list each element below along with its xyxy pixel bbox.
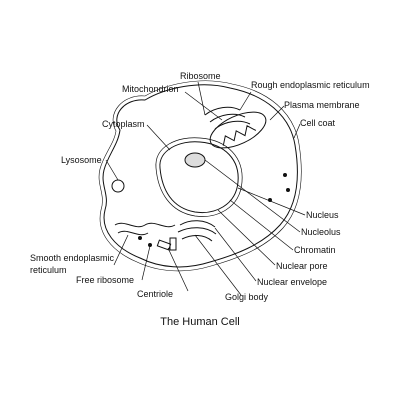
cell-coat-outline xyxy=(98,80,302,272)
nucleus-outline xyxy=(159,141,239,214)
golgi-shape xyxy=(177,220,217,242)
label-smooth-er-line1: Smooth endoplasmic xyxy=(30,253,115,263)
label-nuclear-envelope: Nuclear envelope xyxy=(257,277,328,287)
label-cell-coat: Cell coat xyxy=(300,118,336,128)
label-chromatin: Chromatin xyxy=(294,245,336,255)
label-nucleolus: Nucleolus xyxy=(301,227,341,237)
diagram-title: The Human Cell xyxy=(160,316,240,328)
label-free-ribosome: Free ribosome xyxy=(76,275,135,285)
label-lysosome: Lysosome xyxy=(61,155,102,165)
leader-lines xyxy=(105,81,306,296)
nuclear-envelope-outline xyxy=(155,137,243,217)
label-centriole: Centriole xyxy=(137,289,174,299)
rough-er-shape xyxy=(204,106,251,130)
label-mitochondrion: Mitochondrion xyxy=(122,84,179,94)
label-nucleus: Nucleus xyxy=(306,210,339,220)
centriole-shape xyxy=(156,239,172,251)
nucleolus-shape xyxy=(184,152,206,168)
mitochondrion-shape xyxy=(209,111,267,149)
plasma-membrane-outline xyxy=(102,84,298,268)
label-rough-er: Rough endoplasmic reticulum xyxy=(251,80,370,90)
lysosome-shape xyxy=(111,179,125,193)
label-golgi-body: Golgi body xyxy=(225,292,269,302)
smooth-er-shape xyxy=(114,222,176,236)
label-nuclear-pore: Nuclear pore xyxy=(276,261,328,271)
label-cytoplasm: Cytoplasm xyxy=(102,119,145,129)
label-ribosome: Ribosome xyxy=(180,71,221,81)
label-smooth-er-line2: reticulum xyxy=(30,265,67,275)
label-plasma-membrane: Plasma membrane xyxy=(284,100,360,110)
